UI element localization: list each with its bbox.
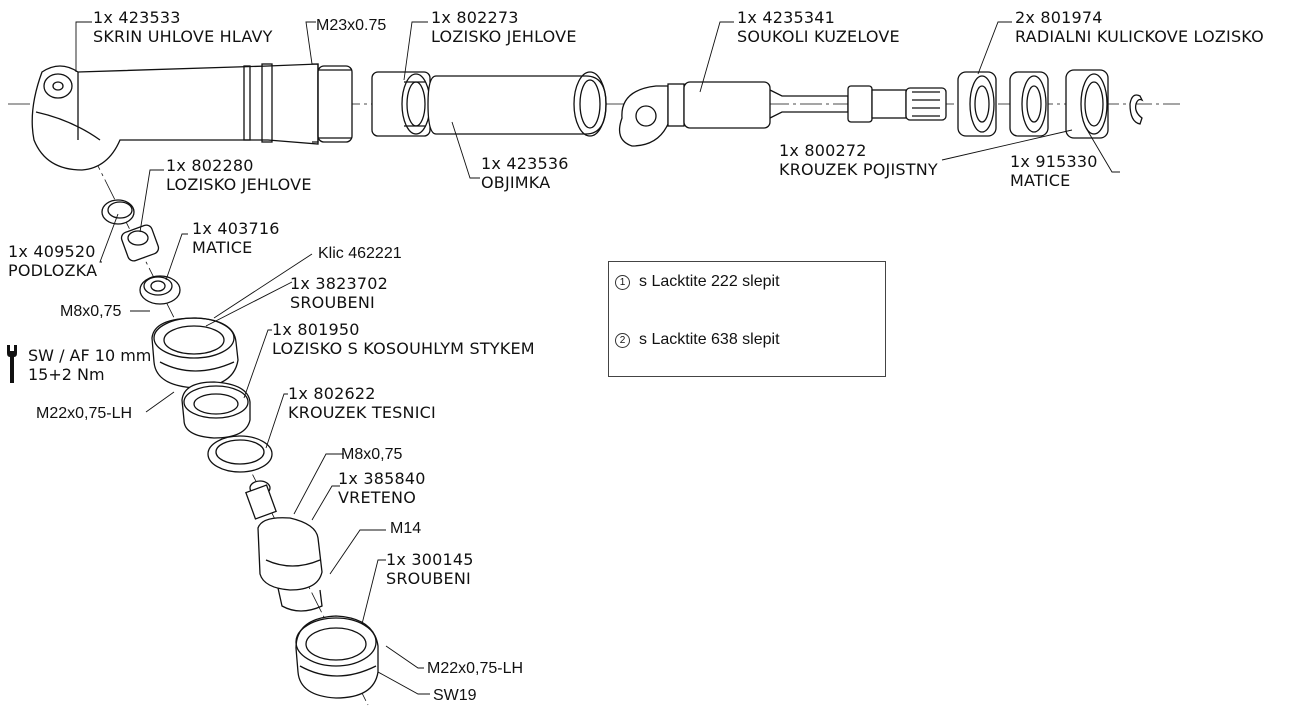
dim-m23: M23x0.75 bbox=[316, 17, 387, 34]
part-name: RADIALNI KULICKOVE LOZISKO bbox=[1015, 27, 1264, 46]
sleeve-part bbox=[427, 71, 607, 137]
part-qty: 1x 3823702 bbox=[290, 274, 388, 293]
part-name: LOZISKO JEHLOVE bbox=[431, 27, 577, 46]
circlip-part bbox=[1129, 94, 1144, 125]
part-qty: 1x 800272 bbox=[779, 141, 867, 160]
screw-3823702-part bbox=[151, 317, 239, 389]
washer-part bbox=[101, 199, 135, 225]
label-radial-bearing: 2x 801974 RADIALNI KULICKOVE LOZISKO bbox=[1015, 8, 1264, 46]
label-screw-3823702: 1x 3823702 SROUBENI bbox=[290, 274, 388, 312]
torque-key-size: SW / AF 10 mm bbox=[28, 346, 152, 365]
needle-bearing-2-part bbox=[120, 224, 160, 262]
nut-403716-part bbox=[139, 275, 181, 305]
part-name: VRETENO bbox=[338, 488, 417, 507]
dim-key: Klic 462221 bbox=[318, 245, 402, 262]
part-qty: 1x 4235341 bbox=[737, 8, 835, 27]
label-sleeve: 1x 423536 OBJIMKA bbox=[481, 154, 569, 192]
label-nut-403716: 1x 403716 MATICE bbox=[192, 219, 280, 257]
label-needle-bearing-2: 1x 802280 LOZISKO JEHLOVE bbox=[166, 156, 312, 194]
part-qty: 1x 802622 bbox=[288, 384, 376, 403]
seal-ring-part bbox=[207, 435, 273, 473]
screw-300145-part bbox=[295, 615, 379, 699]
part-name: KROUZEK TESNICI bbox=[288, 403, 436, 422]
part-name: LOZISKO S KOSOUHLYM STYKEM bbox=[272, 339, 535, 358]
part-name: KROUZEK POJISTNY bbox=[779, 160, 938, 179]
label-needle-bearing-1: 1x 802273 LOZISKO JEHLOVE bbox=[431, 8, 577, 46]
part-qty: 1x 423533 bbox=[93, 8, 181, 27]
dim-sw19: SW19 bbox=[433, 687, 477, 704]
label-nut-915330: 1x 915330 MATICE bbox=[1010, 152, 1098, 190]
note-text: s Lacktite 222 slepit bbox=[639, 273, 780, 290]
note-text: s Lacktite 638 slepit bbox=[639, 331, 780, 348]
part-name: MATICE bbox=[192, 238, 253, 257]
label-washer: 1x 409520 PODLOZKA bbox=[8, 242, 97, 280]
part-qty: 1x 300145 bbox=[386, 550, 474, 569]
dim-m22-a: M22x0,75-LH bbox=[36, 405, 133, 422]
note-number-badge: 1 bbox=[615, 275, 630, 290]
label-housing: 1x 423533 SKRIN UHLOVE HLAVY bbox=[93, 8, 273, 46]
label-spindle: 1x 385840 VRETENO bbox=[338, 469, 426, 507]
label-angular-bearing: 1x 801950 LOZISKO S KOSOUHLYM STYKEM bbox=[272, 320, 535, 358]
note-number-badge: 2 bbox=[615, 333, 630, 348]
part-qty: 1x 915330 bbox=[1010, 152, 1098, 171]
label-circlip: 1x 800272 KROUZEK POJISTNY bbox=[779, 141, 938, 179]
part-qty: 1x 423536 bbox=[481, 154, 569, 173]
bevel-gear-part bbox=[618, 81, 947, 147]
note-box: 1 s Lacktite 222 slepit 2 s Lacktite 638 s… bbox=[608, 261, 886, 377]
angular-bearing-part bbox=[181, 381, 251, 439]
needle-bearing-1-part bbox=[371, 71, 431, 137]
label-bevel-gear: 1x 4235341 SOUKOLI KUZELOVE bbox=[737, 8, 900, 46]
note-2: 2 s Lacktite 638 slepit bbox=[615, 331, 780, 349]
part-qty: 2x 801974 bbox=[1015, 8, 1103, 27]
radial-bearing-2-part bbox=[1009, 71, 1049, 137]
nut-915330-part bbox=[1065, 69, 1109, 139]
torque-spec: SW / AF 10 mm 15+2 Nm bbox=[28, 346, 151, 384]
label-screw-300145: 1x 300145 SROUBENI bbox=[386, 550, 474, 588]
label-seal-ring: 1x 802622 KROUZEK TESNICI bbox=[288, 384, 436, 422]
part-name: SROUBENI bbox=[386, 569, 471, 588]
part-qty: 1x 409520 bbox=[8, 242, 96, 261]
torque-value: 15+2 Nm bbox=[28, 365, 105, 384]
part-name: MATICE bbox=[1010, 171, 1071, 190]
spindle-part bbox=[245, 480, 323, 612]
note-1: 1 s Lacktite 222 slepit bbox=[615, 273, 780, 291]
part-name: PODLOZKA bbox=[8, 261, 98, 280]
radial-bearing-1-part bbox=[957, 71, 997, 137]
part-name: LOZISKO JEHLOVE bbox=[166, 175, 312, 194]
dim-m8-a: M8x0,75 bbox=[60, 303, 122, 320]
part-name: SOUKOLI KUZELOVE bbox=[737, 27, 900, 46]
dim-m22-b: M22x0,75-LH bbox=[427, 660, 524, 677]
part-name: SROUBENI bbox=[290, 293, 375, 312]
dim-m8-b: M8x0,75 bbox=[341, 446, 403, 463]
part-name: SKRIN UHLOVE HLAVY bbox=[93, 27, 273, 46]
part-qty: 1x 802280 bbox=[166, 156, 254, 175]
part-qty: 1x 403716 bbox=[192, 219, 280, 238]
part-qty: 1x 801950 bbox=[272, 320, 360, 339]
part-qty: 1x 802273 bbox=[431, 8, 519, 27]
housing-part bbox=[31, 63, 353, 171]
part-qty: 1x 385840 bbox=[338, 469, 426, 488]
dim-m14: M14 bbox=[390, 520, 422, 537]
part-name: OBJIMKA bbox=[481, 173, 551, 192]
wrench-icon bbox=[7, 345, 17, 383]
